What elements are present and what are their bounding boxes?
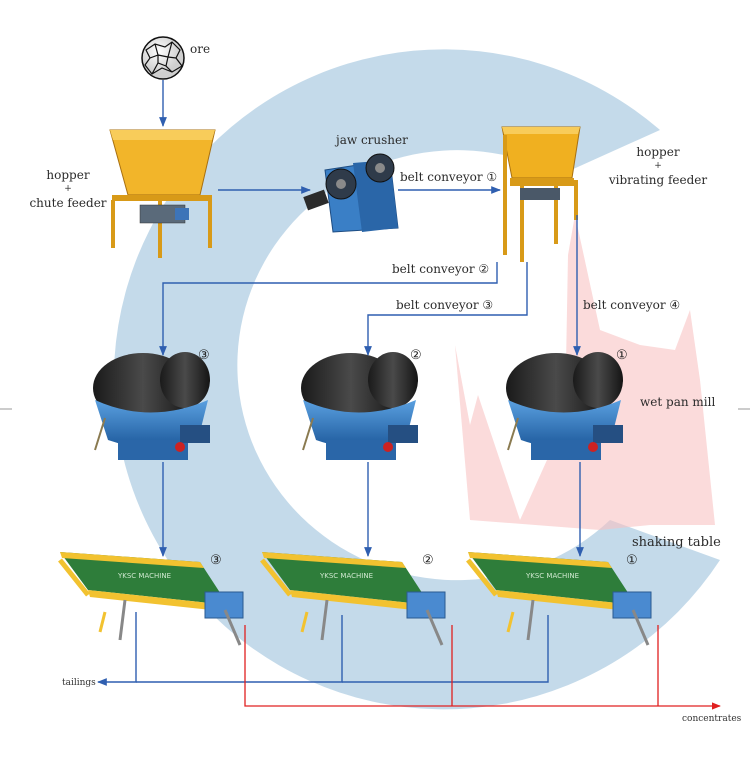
table-brand-middle: YKSC MACHINE [319,572,373,580]
ore-rock-icon [141,36,185,80]
shaking-table-middle [260,552,446,646]
hopper-vibrating-feeder-icon [501,126,581,262]
wet-pan-mill-left [93,352,210,460]
label-hopper-chute-plus: + [64,184,72,194]
label-hopper-vibrating: hopper + vibrating feeder [598,145,718,187]
table-number-left: ③ [210,553,222,568]
label-hopper-chute: hopper + chute feeder [28,168,108,210]
label-belt-conveyor-2: belt conveyor ② [392,262,490,276]
table-number-middle: ② [422,553,434,568]
shaking-table-left [58,552,244,646]
wet-pan-mill-middle [301,352,418,460]
label-tailings: tailings [62,678,96,688]
flow-arrows [97,80,584,686]
shaking-table-icon: YKSC MACHINE YKSC MACHINE YKSC MACHINE [58,552,652,646]
label-hopper-chute-l1: hopper [46,168,90,182]
label-ore: ore [190,42,211,56]
arrow-belt-2 [159,262,498,356]
label-belt-conveyor-4: belt conveyor ④ [583,298,681,312]
table-brand-left: YKSC MACHINE [117,572,171,580]
wet-pan-mill-icon [93,352,623,460]
hopper-chute-feeder-icon [109,129,216,258]
arrow-concentrates [244,625,721,710]
label-shaking-table: shaking table [632,535,721,550]
label-jaw-crusher: jaw crusher [336,133,408,147]
label-hopper-vib-l2: vibrating feeder [608,173,708,187]
concentrate-arrows [244,625,721,710]
table-number-right: ① [626,553,638,568]
label-hopper-vib-l1: hopper [636,145,680,159]
mill-number-left: ③ [198,348,210,363]
mill-number-middle: ② [410,348,422,363]
wet-pan-mill-right [506,352,623,460]
label-concentrates: concentrates [682,714,742,724]
shaking-table-right [466,552,652,646]
label-wet-pan-mill: wet pan mill [640,395,716,409]
label-hopper-vib-plus: + [654,161,662,171]
label-belt-conveyor-1: belt conveyor ① [400,170,498,184]
table-brand-right: YKSC MACHINE [525,572,579,580]
label-hopper-chute-l2: chute feeder [29,196,107,210]
mill-number-right: ① [616,348,628,363]
arrow-tailings-3 [342,615,549,683]
arrow-belt-3 [364,262,528,356]
label-belt-conveyor-3: belt conveyor ③ [396,298,494,312]
jaw-crusher-icon [303,153,399,233]
